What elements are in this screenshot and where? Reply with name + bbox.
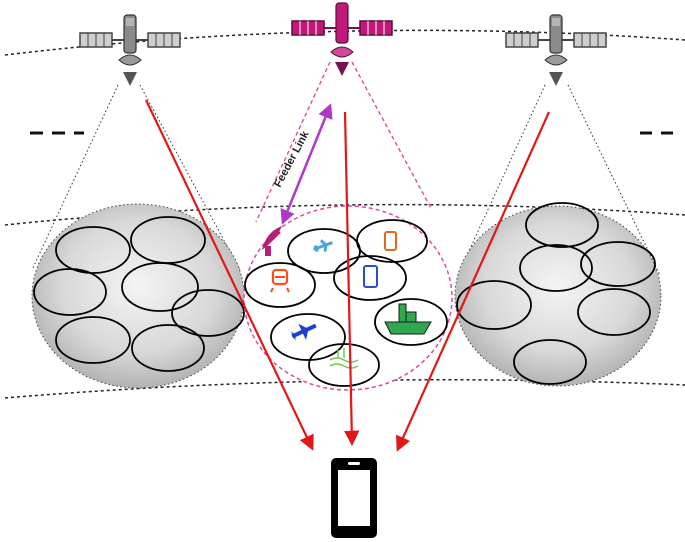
feeder-link: Feeder Link [272, 103, 333, 225]
airplane-icon [313, 239, 333, 252]
wetland-sensor-icon [329, 348, 359, 369]
ship-icon [384, 303, 432, 335]
user-smartphone-icon [331, 458, 377, 538]
center-spot-beams [244, 219, 448, 387]
train-icon [270, 268, 290, 293]
downlink-arrow-right [396, 111, 551, 452]
smartphone-icon [384, 231, 397, 251]
satellite-icon-right [505, 14, 607, 86]
center-beam-cone [255, 61, 433, 223]
left-beam-cone [31, 84, 241, 271]
satellite-icon-left [79, 14, 181, 86]
ground-station-dish-icon [262, 226, 282, 256]
left-spot-beams [33, 216, 245, 372]
satellite-icon-center [291, 2, 393, 76]
right-beam-cone [457, 84, 661, 276]
downlink-arrow-center [343, 111, 360, 447]
feeder-link-label: Feeder Link [272, 128, 312, 189]
downlink-arrows [145, 99, 551, 452]
right-coverage-area [454, 202, 662, 387]
left-coverage-area [31, 203, 245, 389]
right-spot-beams [456, 202, 656, 385]
airplane-icon [291, 323, 317, 341]
downlink-arrow-left [145, 99, 314, 451]
smartphone-icon [363, 265, 378, 288]
